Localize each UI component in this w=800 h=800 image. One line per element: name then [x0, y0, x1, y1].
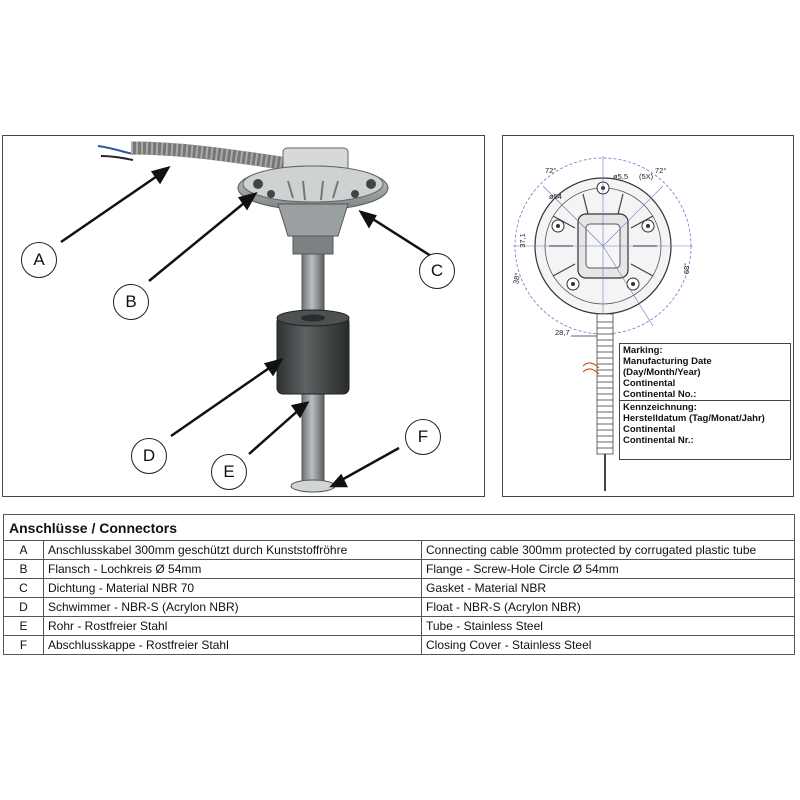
row-letter: B — [3, 559, 44, 579]
row-german: Rohr - Rostfreier Stahl — [43, 616, 422, 636]
row-letter: F — [3, 635, 44, 655]
row-english: Closing Cover - Stainless Steel — [421, 635, 795, 655]
dim-angle-left: 72° — [545, 166, 557, 175]
sensor-illustration — [60, 141, 432, 493]
dim-68: 68° — [682, 262, 692, 275]
technical-drawing: 72° 72° ø5,5 (5X) ø54 37,1 38° 68° 28,7 … — [502, 135, 794, 497]
row-english: Gasket - Material NBR — [421, 578, 795, 598]
dim-38: 38° — [511, 272, 523, 285]
row-german: Flansch - Lochkreis Ø 54mm — [43, 559, 422, 579]
connectors-table: Anschlüsse / Connectors A Anschlusskabel… — [3, 514, 795, 655]
float — [276, 315, 350, 395]
marking-en-line: Continental — [623, 378, 676, 389]
marking-box-de: Kennzeichnung: Herstelldatum (Tag/Monat/… — [619, 400, 791, 460]
dim-angle-right: 72° — [655, 166, 667, 175]
row-german: Dichtung - Material NBR 70 — [43, 578, 422, 598]
wire-blue — [97, 145, 134, 155]
marking-en-line: Marking: — [623, 345, 663, 356]
flange-drawing — [513, 156, 693, 491]
row-german: Anschlusskabel 300mm geschützt durch Kun… — [43, 540, 422, 560]
table-row: B Flansch - Lochkreis Ø 54mm Flange - Sc… — [3, 559, 795, 579]
table-row: F Abschlusskappe - Rostfreier Stahl Clos… — [3, 635, 795, 655]
row-letter: A — [3, 540, 44, 560]
row-letter: D — [3, 597, 44, 617]
row-german: Schwimmer - NBR-S (Acrylon NBR) — [43, 597, 422, 617]
corrugated-cable — [130, 141, 289, 171]
dim-hole: ø5,5 — [613, 172, 629, 181]
table-row: A Anschlusskabel 300mm geschützt durch K… — [3, 540, 795, 560]
table-title: Anschlüsse / Connectors — [3, 514, 795, 541]
row-letter: E — [3, 616, 44, 636]
dim-28: 28,7 — [555, 328, 570, 337]
gasket — [277, 203, 349, 237]
drawn-cable — [582, 313, 614, 491]
row-letter: C — [3, 578, 44, 598]
dim-diameter: ø54 — [549, 192, 562, 201]
wire-black — [100, 155, 134, 161]
callout-f: F — [405, 419, 441, 455]
table-row: E Rohr - Rostfreier Stahl Tube - Stainle… — [3, 616, 795, 636]
callout-d: D — [131, 438, 167, 474]
table-row: C Dichtung - Material NBR 70 Gasket - Ma… — [3, 578, 795, 598]
row-english: Flange - Screw-Hole Circle Ø 54mm — [421, 559, 795, 579]
marking-de-line: Continental Nr.: — [623, 435, 694, 446]
row-english: Float - NBR-S (Acrylon NBR) — [421, 597, 795, 617]
dim-37: 37,1 — [517, 233, 527, 248]
marking-en-line: Continental No.: — [623, 389, 697, 400]
marking-de-line: Herstelldatum (Tag/Monat/Jahr) — [623, 413, 765, 424]
callout-e: E — [211, 454, 247, 490]
row-english: Connecting cable 300mm protected by corr… — [421, 540, 795, 560]
table-row: D Schwimmer - NBR-S (Acrylon NBR) Float … — [3, 597, 795, 617]
closing-cover — [290, 479, 336, 493]
row-english: Tube - Stainless Steel — [421, 616, 795, 636]
marking-en-line: Manufacturing Date (Day/Month/Year) — [623, 356, 712, 378]
callout-b: B — [113, 284, 149, 320]
marking-box-en: Marking: Manufacturing Date (Day/Month/Y… — [619, 343, 791, 402]
marking-de-line: Kennzeichnung: — [623, 402, 697, 413]
marking-de-line: Continental — [623, 424, 676, 435]
dim-hole-count: (5X) — [639, 172, 654, 181]
callout-a: A — [21, 242, 57, 278]
callout-c: C — [419, 253, 455, 289]
row-german: Abschlusskappe - Rostfreier Stahl — [43, 635, 422, 655]
sensor-3d-view: A B C D E F — [2, 135, 485, 497]
